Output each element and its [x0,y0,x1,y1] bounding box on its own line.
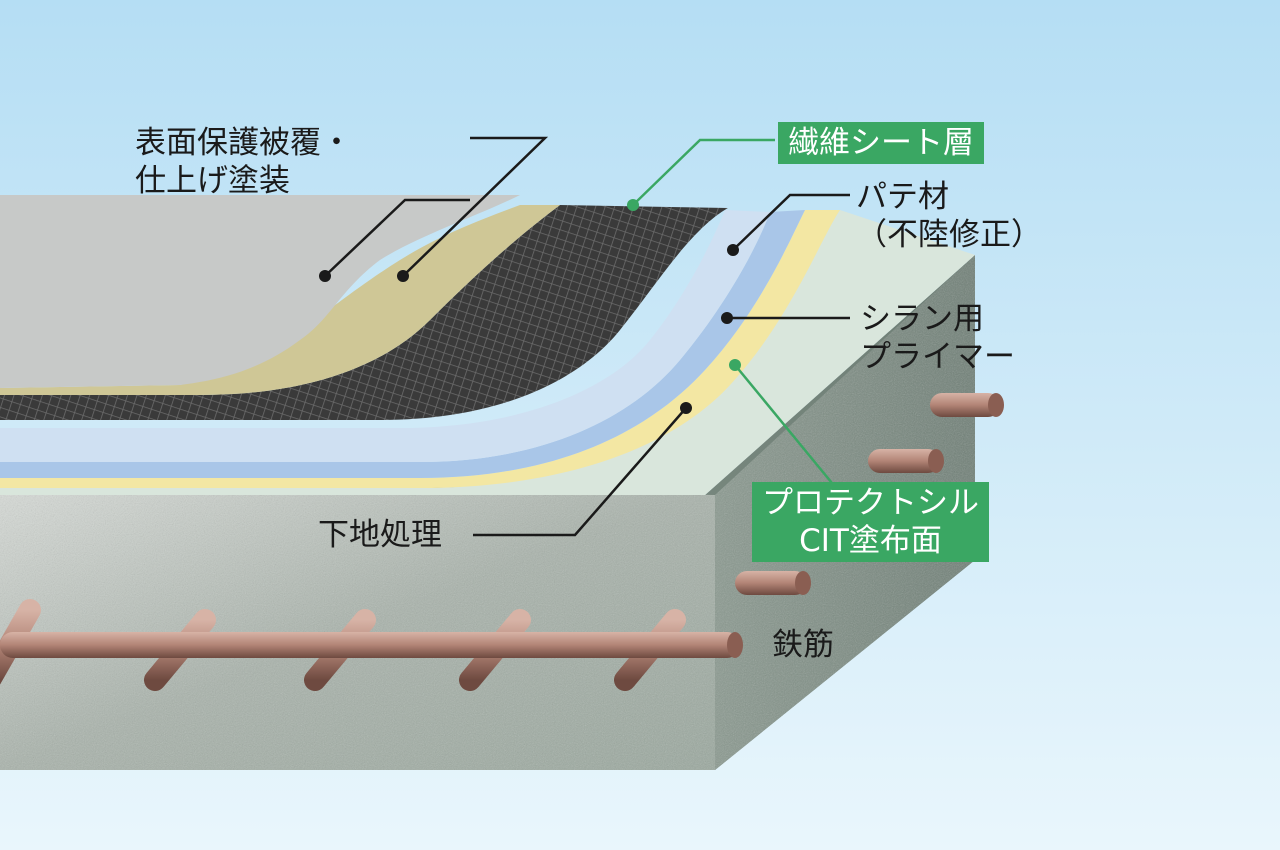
rebar-stub-2-end [928,449,944,473]
label-putty: パテ材 （不陸修正） [856,178,1042,254]
rebar-main-end [727,632,743,658]
rebar-stub-3-end [795,571,811,595]
rebar-stub-3 [735,571,807,595]
leader-fiber-sheet [632,138,775,206]
label-protect-line1: プロテクトシル [762,485,979,521]
label-protectosil-cit: プロテクトシル CIT塗布面 [752,482,989,562]
layer-putty-top [0,210,770,462]
leader-lines [324,136,851,537]
leader-ground [473,407,687,537]
layer-fiber-sheet [0,205,728,420]
label-primer-line2: プライマー [860,339,1015,375]
leader-protectosil [734,364,851,506]
leader-surface-1 [324,198,470,277]
label-surface-protection: 表面保護被覆・ 仕上げ塗装 [135,124,352,200]
label-ground-treatment: 下地処理 [318,517,442,553]
label-fiber-sheet: 繊維シート層 [778,122,984,164]
label-putty-line2: （不陸修正） [856,217,1042,253]
rebar-stub-1-end [988,393,1004,417]
rebars [0,393,1004,691]
layer-finish-coat [0,205,560,395]
label-protect-line2: CIT塗布面 [799,523,942,559]
label-putty-line1: パテ材 [856,179,949,215]
rebar-stub-2 [868,449,940,473]
label-silane-primer: シラン用 プライマー [860,300,1015,376]
rebar-main [0,632,740,658]
label-surface-line2: 仕上げ塗装 [135,163,290,199]
rebar-side-stubs [735,393,1004,595]
dot-fiber-sheet [627,199,639,211]
dot-putty [727,244,739,256]
dot-protectosil [729,359,741,371]
rebar-stub-1 [930,393,1000,417]
leader-putty [732,193,850,251]
dot-ground [680,402,692,414]
layer-surface-protection [0,195,520,388]
label-surface-line1: 表面保護被覆・ [135,125,352,161]
dot-surface-2 [397,270,409,282]
label-fiber-sheet-text: 繊維シート層 [788,125,974,161]
leader-dots [319,199,741,414]
label-primer-line1: シラン用 [860,301,984,337]
leader-surface-2 [402,136,549,277]
dot-surface-1 [319,270,331,282]
label-rebar: 鉄筋 [772,627,834,663]
coating-layers [0,195,975,495]
dot-primer [721,312,733,324]
layer-protectosil-cit [0,210,975,495]
